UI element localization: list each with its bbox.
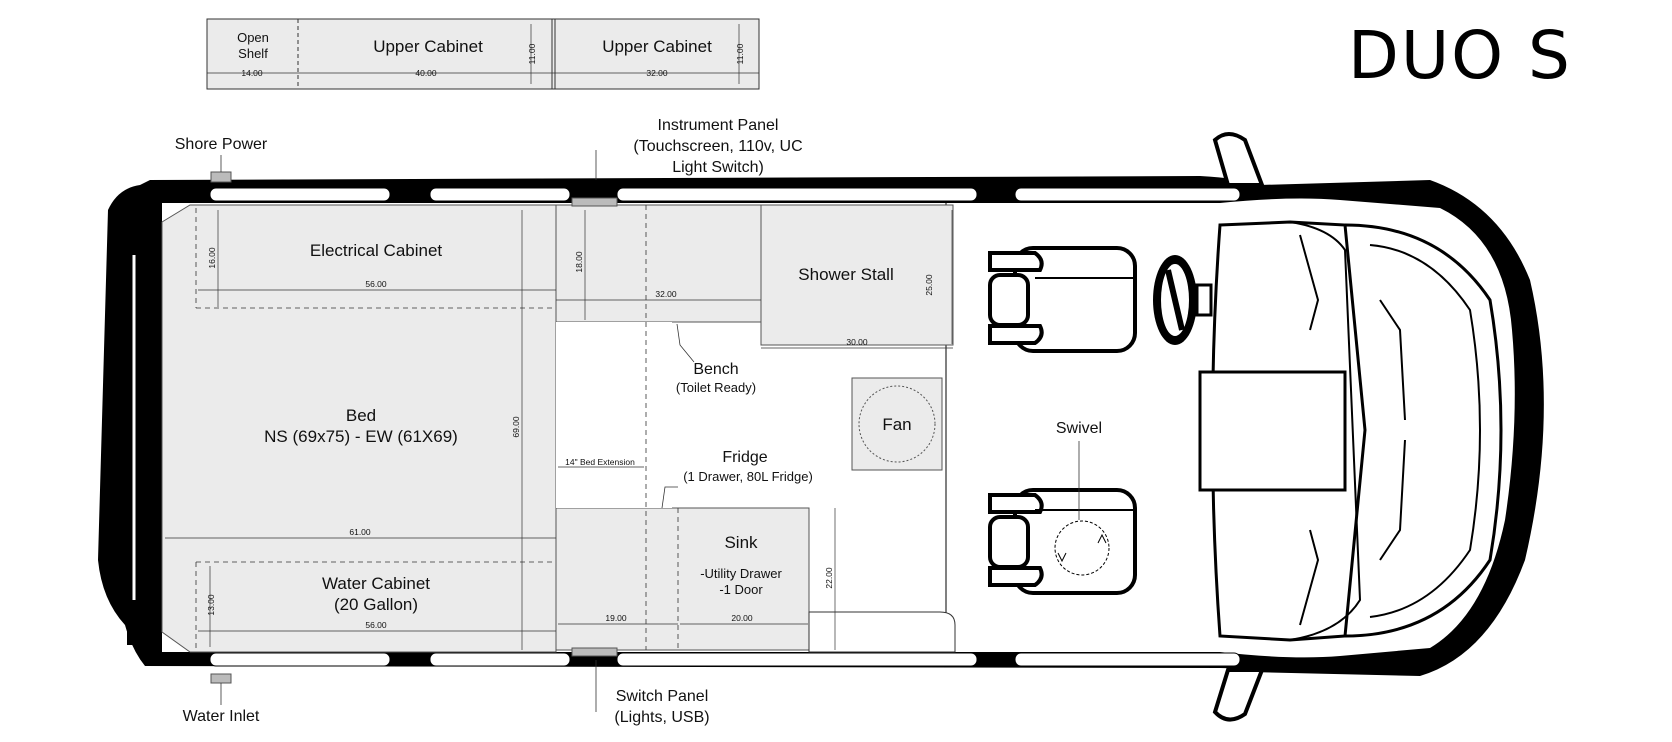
sink-note-1: -Utility Drawer — [700, 566, 782, 581]
dim-cab1-w: 40.00 — [415, 68, 437, 78]
bed-extension-label: 14" Bed Extension — [565, 457, 635, 467]
instrument-panel-marker — [571, 197, 618, 207]
water-inlet-label: Water Inlet — [183, 708, 260, 725]
dim-water-h: 13.00 — [206, 594, 216, 616]
switch-panel-label-1: Switch Panel — [616, 688, 709, 705]
upper-cabinet-1-label: Upper Cabinet — [373, 37, 483, 56]
bed-size-label: NS (69x75) - EW (61X69) — [264, 427, 458, 446]
fan-label: Fan — [882, 415, 911, 434]
zone-labels: Electrical Cabinet Shower Stall Bed NS (… — [264, 241, 911, 614]
dim-open-shelf-w: 14.00 — [241, 68, 263, 78]
bed-zone — [161, 204, 557, 653]
mirror-bottom — [1212, 668, 1265, 722]
fan-icon — [858, 385, 936, 463]
passenger-seat — [988, 488, 1137, 595]
sink-label: Sink — [724, 533, 758, 552]
dim-shower-h: 25.00 — [924, 274, 934, 296]
bed-label: Bed — [346, 406, 376, 425]
upper-cabinet-2-label: Upper Cabinet — [602, 37, 712, 56]
dim-cab2-w: 32.00 — [646, 68, 668, 78]
dim-cab1-h: 11.00 — [527, 43, 537, 64]
dim-sink-h: 22.00 — [824, 567, 834, 589]
shower-stall — [760, 204, 954, 346]
dim-bench-h: 18.00 — [574, 251, 584, 273]
fridge-label: Fridge — [722, 449, 767, 466]
bench-label: Bench — [693, 361, 738, 378]
callouts: Shore Power Water Inlet Instrument Panel… — [175, 117, 1102, 726]
water-cabinet-capacity: (20 Gallon) — [334, 595, 418, 614]
switch-panel-label-2: (Lights, USB) — [614, 709, 709, 726]
dimension-lines — [165, 210, 953, 650]
shore-power-label: Shore Power — [175, 136, 268, 153]
mirror-top — [1212, 132, 1265, 187]
model-title: DUO S — [1348, 17, 1572, 94]
sink-note-2: -1 Door — [719, 582, 763, 597]
dim-elec-h: 16.00 — [207, 247, 217, 269]
instrument-panel-label-2: (Touchscreen, 110v, UC — [633, 138, 802, 155]
swivel-icon — [1054, 520, 1110, 576]
steering-wheel-icon — [1153, 255, 1213, 345]
dim-galley-w1: 19.00 — [605, 613, 627, 623]
water-cabinet-label: Water Cabinet — [322, 574, 430, 593]
switch-panel-marker — [571, 647, 618, 657]
fan-box — [851, 377, 943, 471]
instrument-panel-label-1: Instrument Panel — [658, 117, 779, 134]
dim-elec-w: 56.00 — [365, 279, 387, 289]
dim-water-w: 56.00 — [365, 620, 387, 630]
open-shelf-label: Open — [237, 30, 269, 45]
shower-stall-label: Shower Stall — [798, 265, 893, 284]
bench-note: (Toilet Ready) — [676, 380, 756, 395]
interior-layout — [161, 171, 956, 684]
dim-cab2-h: 11.00 — [735, 43, 745, 64]
upper-cabinets-diagram: Open Shelf Upper Cabinet Upper Cabinet 1… — [206, 18, 760, 90]
upper-cabinets-panel — [206, 18, 760, 90]
dim-bench-w: 32.00 — [655, 289, 677, 299]
dimension-labels: 16.00 56.00 18.00 32.00 25.00 30.00 69.0… — [206, 247, 934, 630]
open-shelf-label-2: Shelf — [238, 46, 268, 61]
dim-shower-w: 30.00 — [846, 337, 868, 347]
instrument-panel-label-3: Light Switch) — [672, 159, 764, 176]
driver-seat — [988, 246, 1137, 353]
fridge-note: (1 Drawer, 80L Fridge) — [683, 469, 813, 484]
electrical-cabinet-label: Electrical Cabinet — [310, 241, 443, 260]
dim-galley-w2: 20.00 — [731, 613, 753, 623]
dim-bed-w: 61.00 — [349, 527, 371, 537]
swivel-label: Swivel — [1056, 420, 1102, 437]
dim-bed-h: 69.00 — [511, 416, 521, 438]
galley-zone — [555, 507, 810, 651]
bench-zone — [555, 204, 762, 323]
shore-power-marker — [210, 171, 232, 183]
water-inlet-marker — [210, 673, 232, 684]
